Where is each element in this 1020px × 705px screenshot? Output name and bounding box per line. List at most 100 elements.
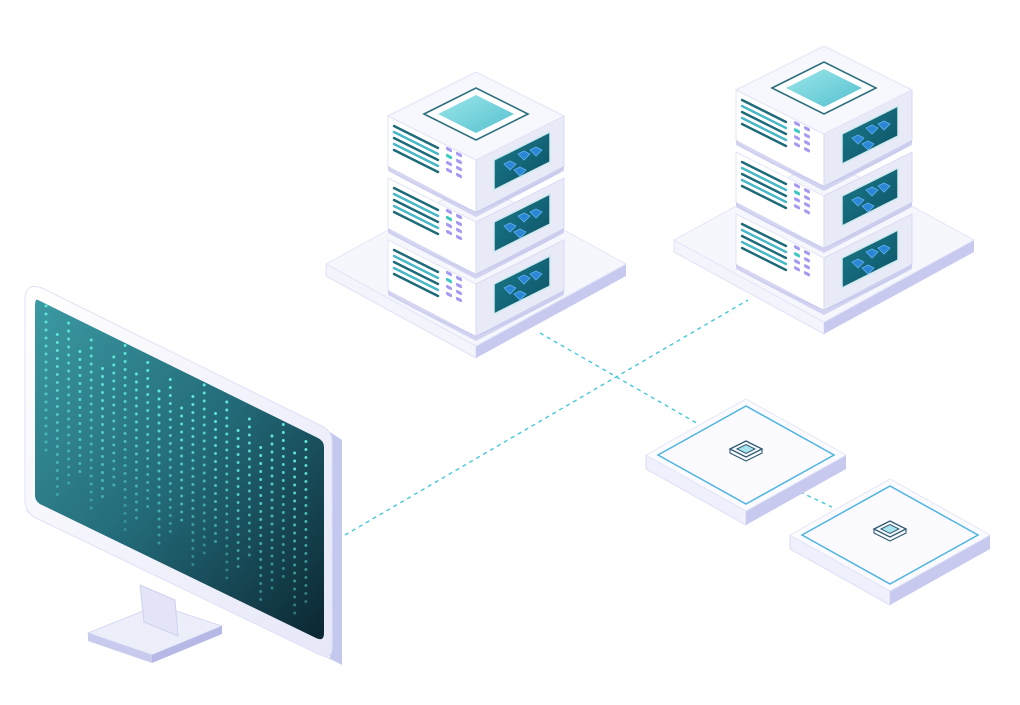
matrix-dot bbox=[67, 377, 71, 381]
matrix-dot bbox=[225, 464, 229, 468]
matrix-dot bbox=[89, 354, 93, 358]
node-glyph-inner bbox=[735, 443, 757, 455]
matrix-dot bbox=[191, 563, 195, 566]
matrix-dot bbox=[134, 388, 138, 392]
status-led bbox=[804, 133, 810, 139]
matrix-dot bbox=[214, 436, 217, 439]
matrix-dot bbox=[168, 530, 172, 533]
matrix-dot bbox=[67, 465, 71, 469]
matrix-dot bbox=[214, 476, 217, 479]
matrix-dot bbox=[123, 528, 127, 531]
matrix-dot bbox=[214, 516, 217, 519]
matrix-dot bbox=[191, 435, 195, 438]
matrix-dot bbox=[146, 361, 150, 364]
matrix-dot bbox=[191, 507, 195, 510]
matrix-dot bbox=[281, 471, 285, 474]
matrix-dot bbox=[123, 496, 127, 499]
matrix-dot bbox=[281, 439, 285, 442]
server-unit bbox=[735, 151, 913, 253]
vent-slot bbox=[740, 234, 788, 260]
matrix-dot bbox=[214, 484, 217, 487]
matrix-dot bbox=[89, 338, 93, 342]
network-nodes bbox=[644, 398, 992, 606]
matrix-dot bbox=[55, 469, 59, 472]
matrix-dot bbox=[281, 455, 285, 458]
matrix-dot bbox=[202, 399, 206, 403]
window-cube bbox=[503, 284, 517, 295]
matrix-dot bbox=[247, 505, 251, 509]
matrix-dot bbox=[304, 544, 308, 547]
node-glyph-inner bbox=[879, 523, 901, 535]
matrix-dot bbox=[67, 481, 71, 485]
status-led bbox=[456, 220, 462, 227]
matrix-dot bbox=[247, 457, 251, 461]
matrix-dot bbox=[225, 496, 229, 500]
matrix-dot bbox=[293, 499, 297, 503]
matrix-dot bbox=[180, 470, 184, 474]
matrix-dot bbox=[293, 491, 297, 495]
window-cube bbox=[503, 160, 517, 171]
status-led bbox=[794, 128, 800, 134]
matrix-dot bbox=[101, 479, 104, 482]
vent-slot bbox=[392, 266, 440, 292]
top-panel bbox=[786, 69, 862, 107]
matrix-dot bbox=[270, 466, 274, 470]
matrix-dot bbox=[78, 462, 82, 465]
status-led bbox=[446, 153, 452, 160]
status-led bbox=[804, 264, 810, 270]
matrix-dot bbox=[281, 559, 285, 562]
matrix-dot bbox=[44, 312, 48, 316]
matrix-dot bbox=[67, 385, 71, 389]
matrix-dot bbox=[55, 493, 59, 496]
matrix-dot bbox=[293, 587, 297, 591]
matrix-dot bbox=[236, 533, 240, 536]
vent-slot bbox=[392, 136, 440, 162]
server-rack-icon bbox=[324, 71, 628, 359]
matrix-dot bbox=[44, 344, 48, 348]
matrix-dot bbox=[304, 552, 308, 555]
matrix-dot bbox=[134, 516, 138, 520]
matrix-dot bbox=[293, 451, 297, 455]
matrix-dot bbox=[112, 387, 116, 391]
matrix-dot bbox=[89, 474, 93, 478]
matrix-dot bbox=[247, 465, 251, 469]
matrix-dot bbox=[112, 379, 116, 383]
matrix-dot bbox=[225, 416, 229, 420]
matrix-dot bbox=[225, 512, 229, 516]
matrix-dot bbox=[67, 449, 71, 453]
matrix-dot bbox=[78, 438, 82, 441]
server-unit bbox=[387, 239, 565, 341]
status-led bbox=[794, 197, 800, 203]
matrix-dot bbox=[78, 454, 82, 457]
matrix-dot bbox=[180, 462, 184, 466]
matrix-dot bbox=[89, 498, 93, 502]
vent-slot bbox=[392, 210, 440, 236]
matrix-dot bbox=[168, 498, 172, 501]
matrix-dot bbox=[225, 456, 229, 460]
matrix-dot bbox=[236, 565, 240, 568]
chip-icon bbox=[644, 398, 848, 526]
window-cube bbox=[861, 140, 875, 151]
vent-slot bbox=[740, 246, 788, 272]
status-led bbox=[446, 208, 452, 215]
matrix-dot bbox=[89, 346, 93, 350]
matrix-dot bbox=[123, 360, 127, 363]
matrix-dot bbox=[202, 415, 206, 419]
matrix-dot bbox=[67, 441, 71, 445]
vent-slot bbox=[740, 122, 788, 148]
matrix-dot bbox=[304, 560, 308, 563]
matrix-dot bbox=[180, 454, 184, 458]
matrix-dot bbox=[67, 417, 71, 421]
matrix-dot bbox=[259, 526, 263, 529]
matrix-dot bbox=[270, 522, 274, 526]
window-cube bbox=[861, 264, 875, 275]
matrix-dot bbox=[157, 525, 161, 529]
matrix-dot bbox=[247, 537, 251, 541]
server-unit bbox=[735, 89, 913, 191]
status-led bbox=[794, 252, 800, 258]
matrix-dot bbox=[304, 504, 308, 507]
matrix-dot bbox=[247, 513, 251, 517]
matrix-dot bbox=[270, 570, 274, 574]
matrix-dot bbox=[236, 493, 240, 496]
status-led bbox=[804, 202, 810, 208]
